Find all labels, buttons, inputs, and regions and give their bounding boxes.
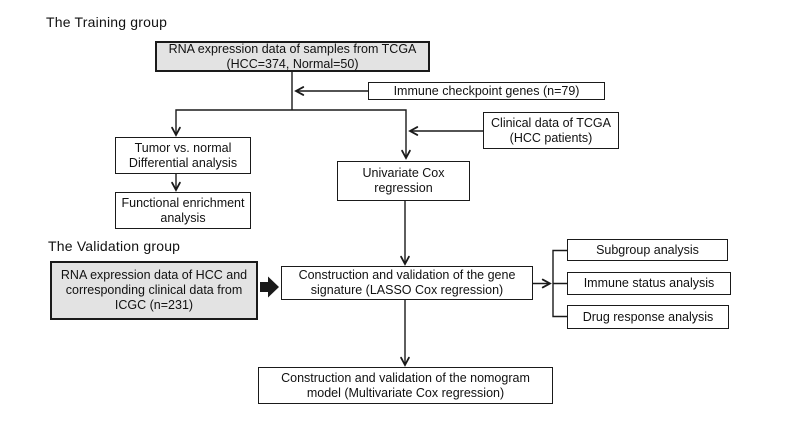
training-group-label: The Training group <box>46 14 168 30</box>
nomogram-model-box: Construction and validation of the nomog… <box>258 367 553 404</box>
subgroup-analysis-box: Subgroup analysis <box>567 239 728 261</box>
drug-response-analysis-box: Drug response analysis <box>567 305 729 329</box>
validation-group-label: The Validation group <box>48 238 181 254</box>
immune-checkpoint-genes-box: Immune checkpoint genes (n=79) <box>368 82 605 100</box>
clinical-data-box: Clinical data of TCGA (HCC patients) <box>483 112 619 149</box>
bracket-connector <box>552 249 567 318</box>
univariate-cox-box: Univariate Cox regression <box>337 161 470 201</box>
gene-signature-box: Construction and validation of the gene … <box>281 266 533 300</box>
validation-data-box: RNA expression data of HCC and correspon… <box>50 261 258 320</box>
validation-to-signature-fat-arrow-icon <box>260 276 279 298</box>
tcga-data-box: RNA expression data of samples from TCGA… <box>155 41 430 72</box>
functional-enrichment-box: Functional enrichment analysis <box>115 192 251 229</box>
immune-status-analysis-box: Immune status analysis <box>567 272 731 295</box>
tumor-differential-box: Tumor vs. normal Differential analysis <box>115 137 251 174</box>
